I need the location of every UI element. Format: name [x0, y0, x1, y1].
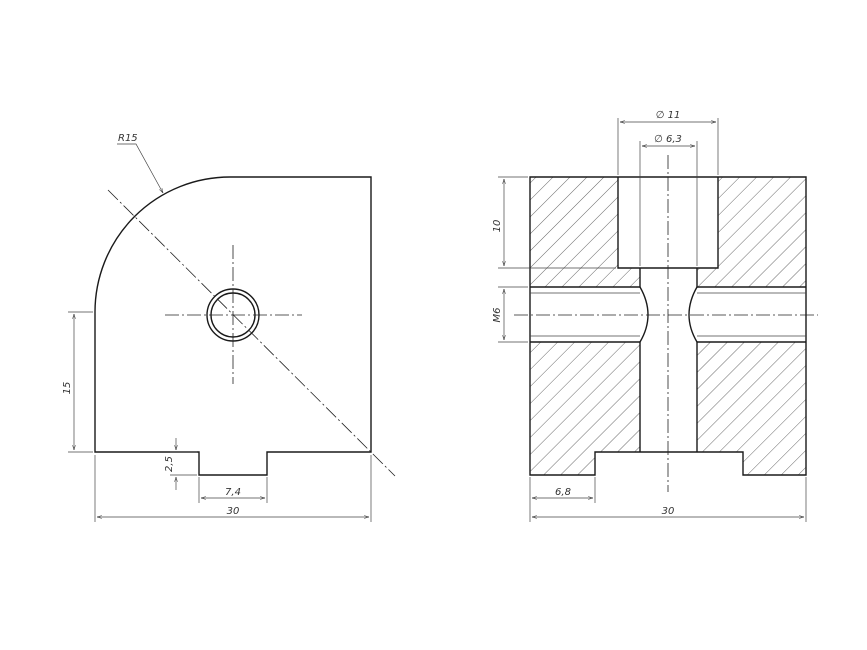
- dim-counterbore-depth-label: 10: [492, 220, 503, 233]
- dim-width-right: 30: [532, 477, 807, 522]
- left-view-diagonal-centerline: [107, 189, 396, 477]
- intersection-curve-left: [639, 286, 649, 343]
- dim-hole-dia-label: ∅ 6,3: [654, 134, 682, 145]
- dim-thread: M6: [492, 286, 528, 343]
- dim-thread-label: M6: [492, 308, 503, 323]
- dim-radius: R15: [117, 133, 163, 193]
- intersection-curve-right: [688, 286, 698, 343]
- right-view: ∅ 11 ∅ 6,3 10 M6 6,8: [492, 110, 818, 522]
- left-view: R15 15 2,5 7,4 30: [62, 133, 396, 522]
- left-view-outline: [94, 176, 372, 476]
- hatch-bottom-right: [697, 342, 806, 475]
- dim-width-left-label: 30: [227, 506, 240, 517]
- dim-offset-label: 6,8: [555, 487, 571, 498]
- hatch-top-left: [530, 177, 640, 287]
- dim-offset: 6,8: [529, 477, 596, 522]
- dim-width-left: 30: [94, 455, 372, 522]
- dim-counterbore-dia: ∅ 11: [617, 110, 719, 175]
- dim-radius-label: R15: [118, 133, 138, 144]
- dim-height-label: 15: [62, 382, 73, 395]
- dim-height: 15: [62, 311, 93, 453]
- dim-slot-width-label: 7,4: [225, 487, 241, 498]
- hatch-bottom-left: [530, 342, 640, 475]
- dim-width-right-label: 30: [662, 506, 675, 517]
- dim-counterbore-depth: 10: [492, 176, 616, 269]
- dim-slot-width: 7,4: [198, 477, 268, 503]
- dim-hole-dia: ∅ 6,3: [639, 134, 698, 266]
- dim-counterbore-dia-label: ∅ 11: [656, 110, 681, 121]
- hatch-top-right: [697, 177, 806, 287]
- right-view-outline: [529, 176, 807, 476]
- dim-slot-depth-label: 2,5: [164, 456, 175, 472]
- dim-slot-depth: 2,5: [164, 438, 197, 490]
